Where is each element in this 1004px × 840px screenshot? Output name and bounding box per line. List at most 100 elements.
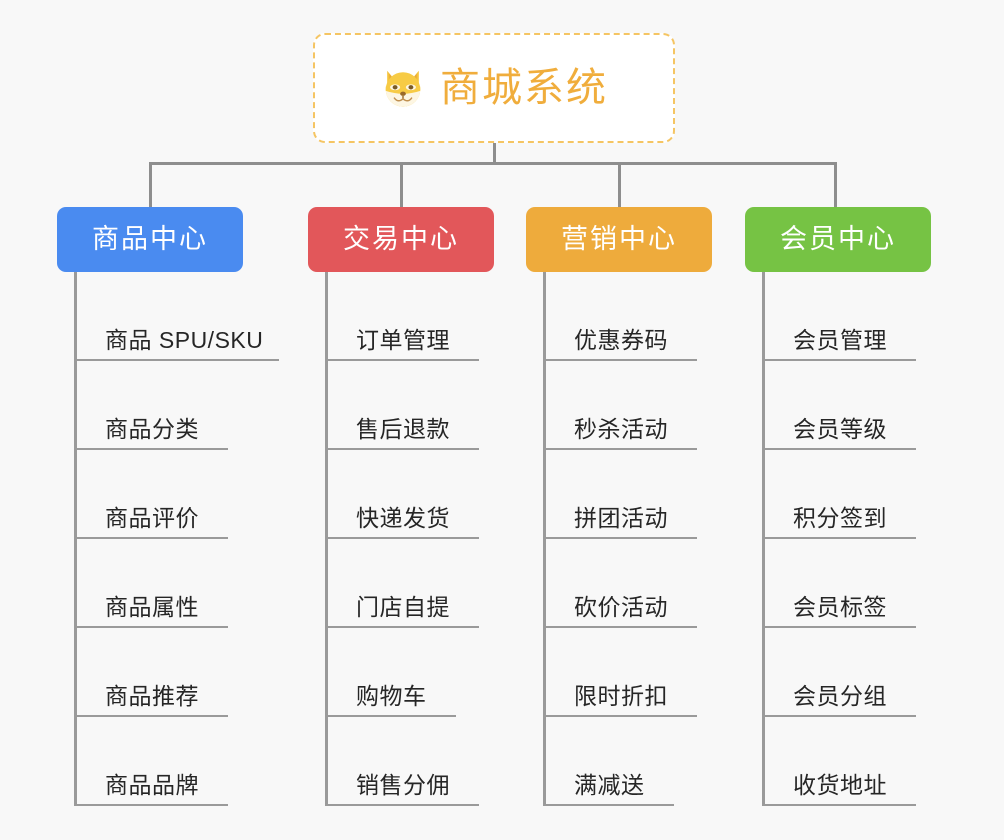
leaf-underline (325, 448, 479, 450)
leaf-underline (762, 448, 916, 450)
connector-drop-4 (834, 162, 837, 209)
leaf-underline (74, 537, 228, 539)
branch-header-会员中心[interactable]: 会员中心 (745, 207, 931, 272)
branch-营销中心: 营销中心 优惠券码 秒杀活动 拼团活动 砍价活动 限时折扣 (526, 207, 726, 806)
leaf-underline (762, 804, 916, 806)
leaf-item[interactable]: 优惠券码 (526, 272, 726, 361)
leaf-underline (325, 715, 456, 717)
leaf-underline (543, 626, 697, 628)
leaf-label: 优惠券码 (574, 327, 668, 353)
leaf-item[interactable]: 商品评价 (57, 450, 277, 539)
leaf-underline (762, 715, 916, 717)
leaf-underline (74, 626, 228, 628)
leaf-stack-会员中心: 会员管理 会员等级 积分签到 会员标签 会员分组 收货地址 (745, 272, 945, 806)
branch-trunk-line (543, 272, 546, 806)
leaf-item[interactable]: 会员等级 (745, 361, 945, 450)
leaf-underline (74, 804, 228, 806)
leaf-label: 门店自提 (356, 594, 450, 620)
connector-horizontal-bus (149, 162, 837, 165)
connector-drop-1 (149, 162, 152, 209)
leaf-underline (762, 626, 916, 628)
leaf-item[interactable]: 收货地址 (745, 717, 945, 806)
leaf-underline (74, 359, 279, 361)
leaf-underline (543, 359, 697, 361)
leaf-label: 销售分佣 (356, 772, 450, 798)
leaf-label: 积分签到 (793, 505, 887, 531)
leaf-item[interactable]: 满减送 (526, 717, 726, 806)
leaf-underline (74, 715, 228, 717)
branch-交易中心: 交易中心 订单管理 售后退款 快递发货 门店自提 购物车 (308, 207, 508, 806)
leaf-underline (762, 359, 916, 361)
leaf-underline (543, 537, 697, 539)
leaf-label: 订单管理 (356, 327, 450, 353)
leaf-item[interactable]: 商品分类 (57, 361, 277, 450)
leaf-label: 限时折扣 (574, 683, 668, 709)
leaf-item[interactable]: 积分签到 (745, 450, 945, 539)
leaf-item[interactable]: 砍价活动 (526, 539, 726, 628)
leaf-label: 商品品牌 (105, 772, 199, 798)
shiba-dog-face-icon (385, 70, 421, 107)
leaf-item[interactable]: 商品属性 (57, 539, 277, 628)
leaf-item[interactable]: 购物车 (308, 628, 508, 717)
branch-header-商品中心[interactable]: 商品中心 (57, 207, 243, 272)
leaf-label: 会员分组 (793, 683, 887, 709)
leaf-underline (762, 537, 916, 539)
leaf-label: 商品属性 (105, 594, 199, 620)
leaf-item[interactable]: 会员分组 (745, 628, 945, 717)
leaf-item[interactable]: 商品推荐 (57, 628, 277, 717)
leaf-label: 商品 SPU/SKU (105, 327, 264, 353)
connector-root-stem (493, 143, 496, 164)
leaf-underline (543, 448, 697, 450)
leaf-label: 砍价活动 (574, 594, 668, 620)
leaf-item[interactable]: 售后退款 (308, 361, 508, 450)
leaf-label: 满减送 (574, 772, 645, 798)
branch-会员中心: 会员中心 会员管理 会员等级 积分签到 会员标签 会员分组 (745, 207, 945, 806)
branch-trunk-line (74, 272, 77, 806)
leaf-underline (74, 448, 228, 450)
leaf-label: 会员等级 (793, 416, 887, 442)
leaf-item[interactable]: 秒杀活动 (526, 361, 726, 450)
leaf-underline (325, 537, 479, 539)
branch-header-营销中心[interactable]: 营销中心 (526, 207, 712, 272)
leaf-underline (543, 715, 697, 717)
root-node-label: 商城系统 (440, 66, 608, 110)
leaf-label: 商品推荐 (105, 683, 199, 709)
branch-商品中心: 商品中心 商品 SPU/SKU 商品分类 商品评价 商品属性 商品推荐 (57, 207, 279, 806)
leaf-label: 快递发货 (356, 505, 450, 531)
branch-trunk-line (762, 272, 765, 806)
leaf-item[interactable]: 会员标签 (745, 539, 945, 628)
leaf-label: 购物车 (356, 683, 427, 709)
leaf-label: 会员管理 (793, 327, 887, 353)
connector-drop-2 (400, 162, 403, 209)
leaf-item[interactable]: 门店自提 (308, 539, 508, 628)
leaf-underline (325, 359, 479, 361)
leaf-stack-交易中心: 订单管理 售后退款 快递发货 门店自提 购物车 销售分佣 (308, 272, 508, 806)
leaf-label: 秒杀活动 (574, 416, 668, 442)
leaf-label: 商品评价 (105, 505, 199, 531)
leaf-item[interactable]: 拼团活动 (526, 450, 726, 539)
leaf-item[interactable]: 商品 SPU/SKU (57, 272, 279, 361)
leaf-label: 售后退款 (356, 416, 450, 442)
root-node-商城系统[interactable]: 商城系统 (313, 33, 675, 143)
leaf-label: 会员标签 (793, 594, 887, 620)
leaf-label: 拼团活动 (574, 505, 668, 531)
branch-header-交易中心[interactable]: 交易中心 (308, 207, 494, 272)
leaf-item[interactable]: 订单管理 (308, 272, 508, 361)
leaf-label: 商品分类 (105, 416, 199, 442)
leaf-item[interactable]: 快递发货 (308, 450, 508, 539)
leaf-stack-商品中心: 商品 SPU/SKU 商品分类 商品评价 商品属性 商品推荐 商品品牌 (57, 272, 279, 806)
leaf-item[interactable]: 会员管理 (745, 272, 945, 361)
branch-trunk-line (325, 272, 328, 806)
branch-title: 商品中心 (92, 224, 208, 254)
leaf-underline (325, 626, 479, 628)
leaf-underline (325, 804, 479, 806)
leaf-item[interactable]: 商品品牌 (57, 717, 277, 806)
leaf-underline (543, 804, 674, 806)
connector-drop-3 (618, 162, 621, 209)
leaf-label: 收货地址 (793, 772, 887, 798)
leaf-item[interactable]: 销售分佣 (308, 717, 508, 806)
branch-title: 交易中心 (343, 224, 459, 254)
leaf-item[interactable]: 限时折扣 (526, 628, 726, 717)
branch-title: 会员中心 (780, 224, 896, 254)
